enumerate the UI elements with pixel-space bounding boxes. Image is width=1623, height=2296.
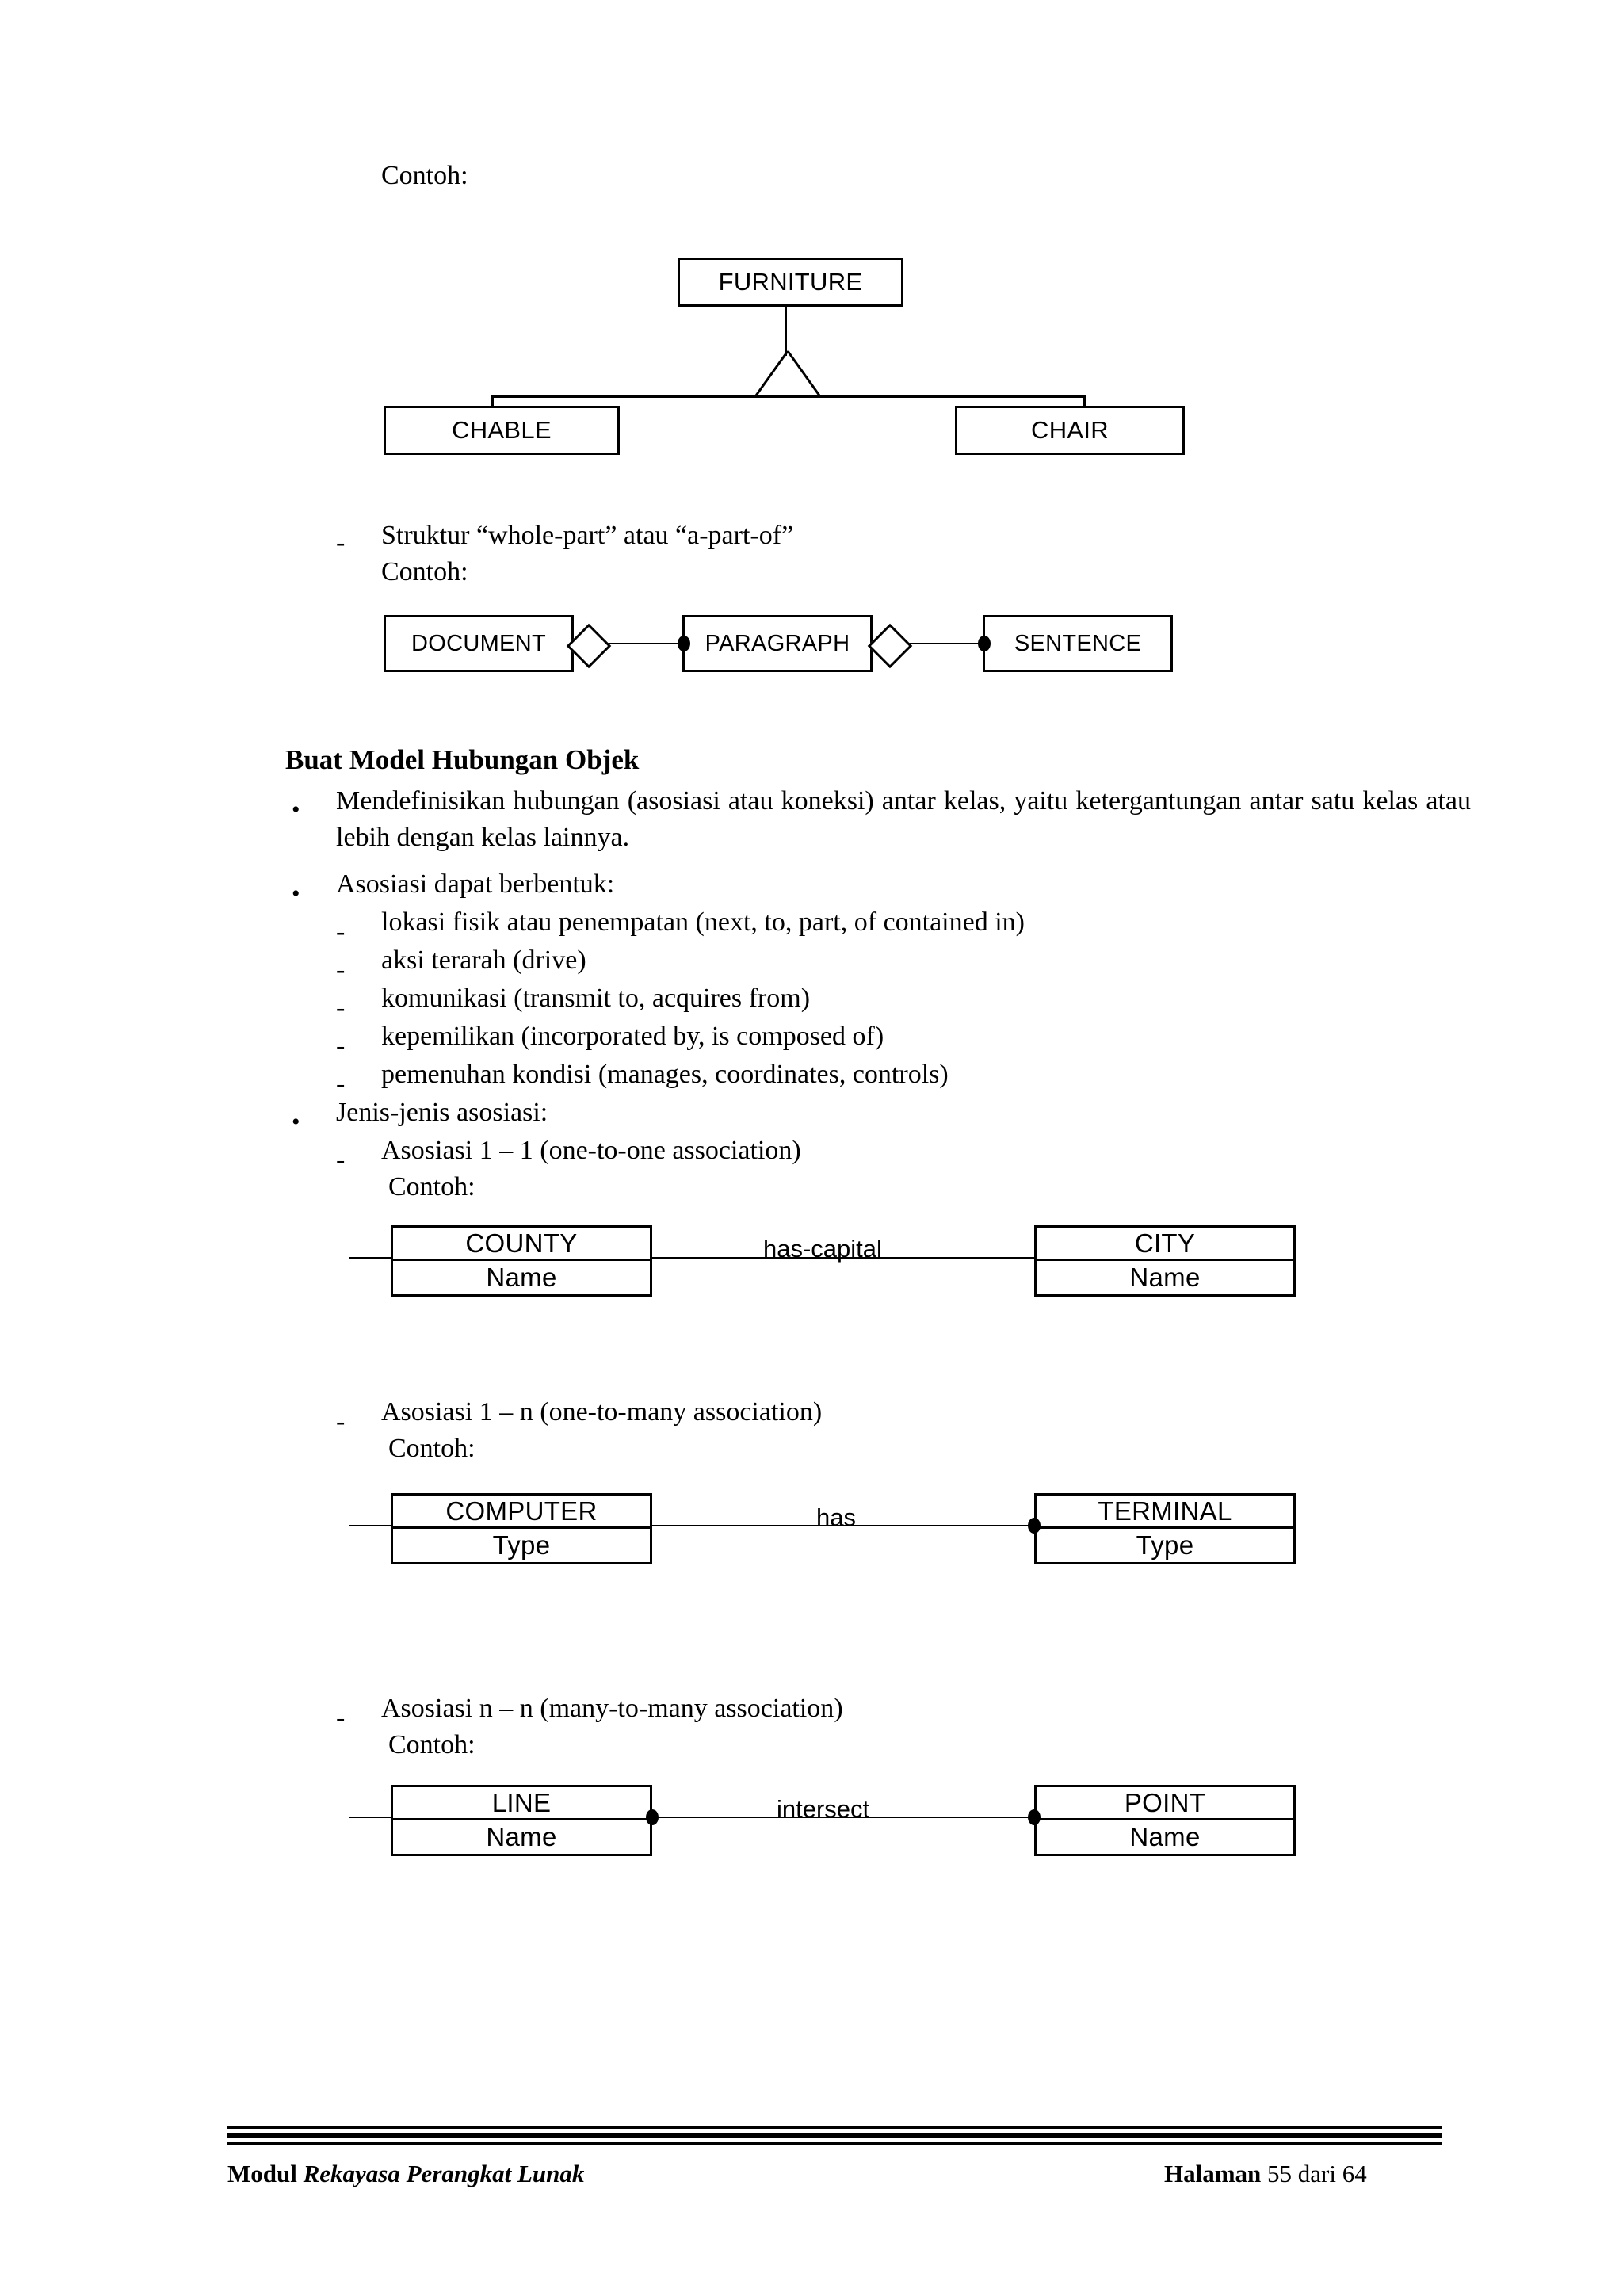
assoc-3-many-dot-left <box>646 1809 659 1825</box>
class-box-paragraph: PARAGRAPH <box>682 615 873 672</box>
class-box-city: CITY Name <box>1034 1225 1296 1297</box>
whole-part-example-label: Contoh: <box>381 557 468 586</box>
class-box-chair: CHAIR <box>955 406 1185 455</box>
bullet-marker-3: • <box>292 1109 300 1135</box>
aggregation-link-1 <box>599 643 686 644</box>
assoc-2-label-prefix: Asosiasi 1 – n ( <box>381 1397 549 1427</box>
generalization-spine <box>491 395 1086 398</box>
aggregation-dot-2 <box>978 636 991 651</box>
sub-dash-2: - <box>336 955 346 984</box>
sub-text-3: komunikasi (transmit to, acquires from) <box>381 984 811 1013</box>
top-example-label: Contoh: <box>381 161 468 190</box>
class-attr-line: Name <box>486 1822 557 1851</box>
whole-part-prefix: Struktur “ <box>381 521 489 550</box>
aggregation-link-2 <box>900 643 987 644</box>
assoc-1-label-prefix: Asosiasi 1 – 1 ( <box>381 1136 549 1165</box>
class-attr-county: Name <box>486 1263 557 1292</box>
sub-dash-1: - <box>336 917 346 946</box>
sub-text-5-suffix: ) <box>939 1060 949 1089</box>
whole-part-dash: - <box>336 528 346 557</box>
assoc-2-link <box>349 1525 1046 1526</box>
assoc-3-label-italic: many-to-many association <box>548 1694 834 1723</box>
sub-text-5-italic: manages, coordinates, controls <box>607 1060 940 1089</box>
assoc-3-example-label: Contoh: <box>388 1730 475 1759</box>
class-box-chable: CHABLE <box>384 406 620 455</box>
assoc-2-label: Asosiasi 1 – n (one-to-many association) <box>381 1395 822 1431</box>
class-box-point: POINT Name <box>1034 1785 1296 1856</box>
sub-text-4: kepemilikan (incorporated by, is compose… <box>381 1022 884 1051</box>
sub-dash-3: - <box>336 993 346 1022</box>
whole-part-line: Struktur “whole-part” atau “a-part-of” <box>381 518 793 554</box>
class-name-county: COUNTY <box>393 1228 650 1261</box>
assoc-2-relationship-label: has <box>816 1503 856 1531</box>
class-attr-computer: Type <box>492 1530 551 1560</box>
class-attr-city: Name <box>1129 1263 1201 1292</box>
sub-dash-5: - <box>336 1069 346 1098</box>
whole-part-term-1: whole-part <box>488 521 605 550</box>
assoc-3-many-dot-right <box>1028 1809 1041 1825</box>
class-box-county: COUNTY Name <box>391 1225 652 1297</box>
assoc-1-dash: - <box>336 1145 346 1175</box>
assoc-2-many-dot-right <box>1028 1518 1041 1534</box>
class-box-line: LINE Name <box>391 1785 652 1856</box>
class-name-line: LINE <box>393 1787 650 1820</box>
assoc-1-example-label: Contoh: <box>388 1172 475 1201</box>
footer-module: Modul Rekayasa Perangkat Lunak <box>227 2160 584 2188</box>
assoc-1-label-italic: one-to-one association <box>548 1136 792 1165</box>
assoc-3-label-prefix: Asosiasi n – n ( <box>381 1694 549 1723</box>
whole-part-term-2: a-part-of <box>687 521 782 550</box>
sub-text-5: pemenuhan kondisi (manages, coordinates,… <box>381 1057 949 1093</box>
footer-page-number: 55 <box>1267 2160 1293 2187</box>
bullet-marker-2: • <box>292 881 300 907</box>
aggregation-diamond-2 <box>867 623 913 669</box>
assoc-3-label-suffix: ) <box>834 1694 843 1723</box>
class-name-city: CITY <box>1037 1228 1293 1261</box>
class-box-document: DOCUMENT <box>384 615 574 672</box>
class-box-sentence: SENTENCE <box>983 615 1173 672</box>
class-name-terminal: TERMINAL <box>1037 1496 1293 1529</box>
assoc-2-dash: - <box>336 1407 346 1436</box>
assoc-3-relationship-label: intersect <box>777 1795 870 1823</box>
footer-page: Halaman 55 dari 64 <box>1164 2160 1367 2188</box>
footer-rule-top <box>227 2126 1442 2129</box>
assoc-2-label-italic: one-to-many association <box>548 1397 813 1427</box>
bullet-text-2: Asosiasi dapat berbentuk: <box>336 869 615 899</box>
footer-page-total: 64 <box>1342 2160 1367 2187</box>
assoc-2-label-suffix: ) <box>812 1397 823 1427</box>
assoc-1-label-suffix: ) <box>792 1136 801 1165</box>
assoc-3-link <box>349 1817 1046 1818</box>
assoc-3-label: Asosiasi n – n (many-to-many association… <box>381 1691 843 1727</box>
sub-text-1: lokasi fisik atau penempatan (next, to, … <box>381 907 1025 937</box>
assoc-3-dash: - <box>336 1703 346 1733</box>
sub-text-5-prefix: pemenuhan kondisi ( <box>381 1060 608 1089</box>
footer-page-prefix: Halaman <box>1164 2160 1268 2187</box>
class-box-terminal: TERMINAL Type <box>1034 1493 1296 1564</box>
class-box-computer: COMPUTER Type <box>391 1493 652 1564</box>
generalization-stem <box>785 307 787 356</box>
bullet-text-1: Mendefinisikan hubungan (asosiasi atau k… <box>336 786 1471 853</box>
assoc-1-label: Asosiasi 1 – 1 (one-to-one association) <box>381 1133 801 1169</box>
sub-text-2: aksi terarah (drive) <box>381 946 586 975</box>
class-name-computer: COMPUTER <box>393 1496 650 1529</box>
generalization-triangle <box>754 350 821 396</box>
sub-dash-4: - <box>336 1031 346 1060</box>
footer-page-middle: dari <box>1292 2160 1342 2187</box>
footer-rule-bottom <box>227 2142 1442 2145</box>
whole-part-suffix: ” <box>781 521 794 550</box>
class-attr-terminal: Type <box>1136 1530 1194 1560</box>
footer-module-prefix: Modul <box>227 2160 304 2187</box>
assoc-1-link <box>349 1257 1046 1259</box>
bullet-marker-1: • <box>292 797 300 823</box>
bullet-text-3: Jenis-jenis asosiasi: <box>336 1098 548 1127</box>
assoc-1-relationship-label: has-capital <box>763 1235 882 1263</box>
footer-module-title: Rekayasa Perangkat Lunak <box>303 2160 585 2187</box>
section-heading: Buat Model Hubungan Objek <box>285 744 640 775</box>
class-box-furniture: FURNITURE <box>678 258 903 307</box>
assoc-2-example-label: Contoh: <box>388 1434 475 1463</box>
class-attr-point: Name <box>1129 1822 1201 1851</box>
whole-part-middle: ” atau “ <box>605 521 688 550</box>
class-name-point: POINT <box>1037 1787 1293 1820</box>
footer-rule-middle <box>227 2133 1442 2138</box>
aggregation-dot-1 <box>678 636 690 651</box>
